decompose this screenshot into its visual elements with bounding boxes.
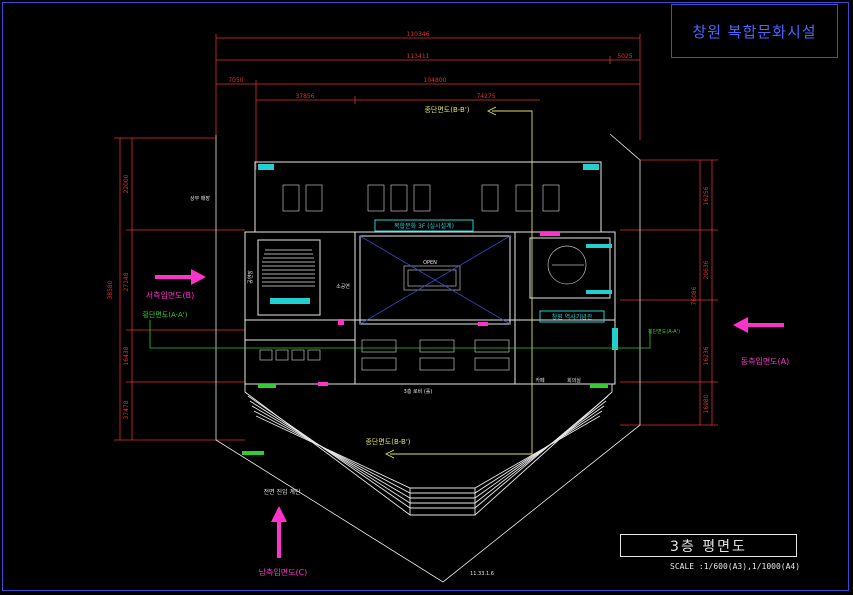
- dim-right-5: 16980: [703, 394, 710, 413]
- open-void-lines: [359, 235, 511, 325]
- cad-labels: 110346 113411 5025 7050 104800 37856 742…: [107, 31, 789, 577]
- dim-top-2: 113411: [407, 53, 430, 60]
- section-aa-right-label: 횡단면도(A-A'): [648, 328, 680, 335]
- cyan-elements: [258, 164, 618, 350]
- section-lines: [384, 106, 533, 459]
- section-bb-bottom-label: 종단면도(B-B'): [365, 437, 410, 446]
- magenta-marks: [318, 232, 560, 386]
- green-markers: [242, 384, 608, 455]
- dim-right-2: 20636: [703, 260, 710, 279]
- plan-name: 3층 평면도: [670, 538, 747, 555]
- site-boundary: [215, 133, 641, 583]
- dim-left-4: 37478: [123, 400, 130, 419]
- dim-right-4: 16236: [703, 346, 710, 365]
- section-bb-top-label: 종단면도(B-B'): [424, 105, 469, 114]
- title-block: 창원 복합문화시설: [671, 4, 838, 58]
- dim-left-3: 16438: [123, 346, 130, 365]
- history-hall-label: 창원 역사기념관: [552, 313, 593, 321]
- dim-left-1: 38580: [107, 280, 114, 299]
- upper-left-label: 상부 매장: [190, 195, 210, 202]
- dim-top-4: 7050: [228, 77, 243, 84]
- bottom-mark-label: 11.33.1.6: [470, 571, 494, 577]
- section-aa-label: 횡단면도(A-A'): [143, 310, 188, 319]
- south-elevation-label: 남측입면도(C): [259, 567, 308, 577]
- dim-left-5: 22000: [123, 174, 130, 193]
- dim-top-6: 37856: [295, 93, 314, 100]
- bottom-entrance-label: 전면 진입 계단: [264, 488, 301, 496]
- dim-top-5: 104800: [424, 77, 447, 84]
- grandstand-steps: [244, 384, 613, 516]
- open-label: OPEN: [423, 260, 437, 266]
- auditorium-vertical-label: 공연장: [247, 270, 254, 284]
- plan-name-box: 3층 평면도: [620, 534, 797, 557]
- section-line-aa: [149, 320, 651, 349]
- project-title: 창원 복합문화시설: [692, 22, 817, 41]
- cyan-label-boxes: [374, 219, 605, 323]
- interior-details: [259, 184, 587, 371]
- dim-top-1: 110346: [407, 31, 430, 38]
- dim-left-2: 27148: [123, 272, 130, 291]
- dim-top-7: 74275: [476, 93, 495, 100]
- east-elevation-label: 동측입면도(A): [741, 356, 790, 366]
- dim-top-3: 5025: [617, 53, 632, 60]
- lobby-top-label: 복합문화 3F (실시설계): [394, 222, 454, 230]
- bottom-center-label: 3층 로비 (홀): [404, 388, 433, 395]
- small-c-label: 회의실: [567, 377, 581, 384]
- dim-right-1: 16256: [703, 186, 710, 205]
- auditorium-seating: [262, 249, 315, 287]
- west-elevation-label: 서측입면도(B): [146, 290, 195, 300]
- small-a-label: 소공연: [336, 283, 350, 290]
- dimension-lines: [114, 34, 718, 441]
- dim-right-3: 76086: [691, 286, 698, 305]
- building-walls: [244, 161, 616, 385]
- small-b-label: 카페: [535, 377, 545, 384]
- elevation-arrows: [155, 269, 784, 558]
- scale-label: SCALE :1/600(A3),1/1000(A4): [670, 562, 801, 571]
